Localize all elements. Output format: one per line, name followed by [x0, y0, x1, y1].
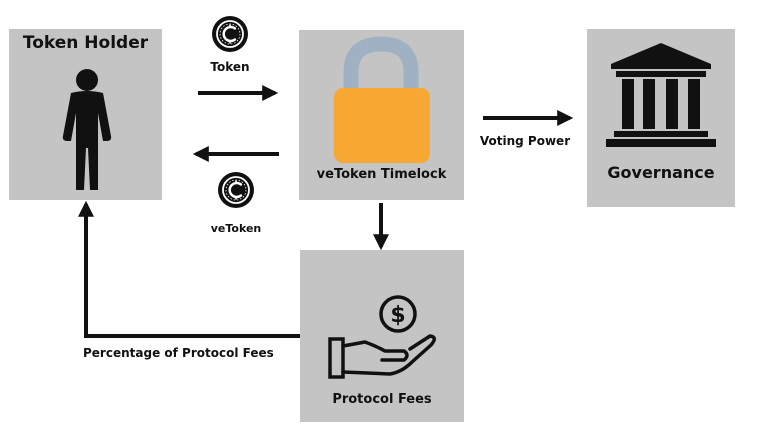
vetoken-edge-label: veToken — [210, 222, 262, 235]
protocol-fees-box — [300, 250, 464, 422]
hand-holding-dollar-icon: $ — [328, 295, 436, 379]
voting-power-edge-label: Voting Power — [479, 134, 571, 148]
svg-text:$: $ — [390, 303, 405, 328]
padlock-icon — [334, 36, 430, 163]
fees-return-edge-label: Percentage of Protocol Fees — [83, 346, 274, 360]
bank-building-icon — [606, 43, 716, 147]
token-edge-label: Token — [210, 60, 250, 74]
vetoken-coin-icon — [218, 172, 254, 208]
vetoken-timelock-label: veToken Timelock — [316, 167, 447, 182]
person-icon — [62, 69, 112, 190]
token-coin-icon — [212, 16, 248, 52]
governance-label: Governance — [607, 163, 715, 182]
protocol-fees-label: Protocol Fees — [332, 392, 432, 407]
token-holder-label: Token Holder — [22, 33, 149, 53]
fees-return-arrow — [78, 200, 300, 338]
